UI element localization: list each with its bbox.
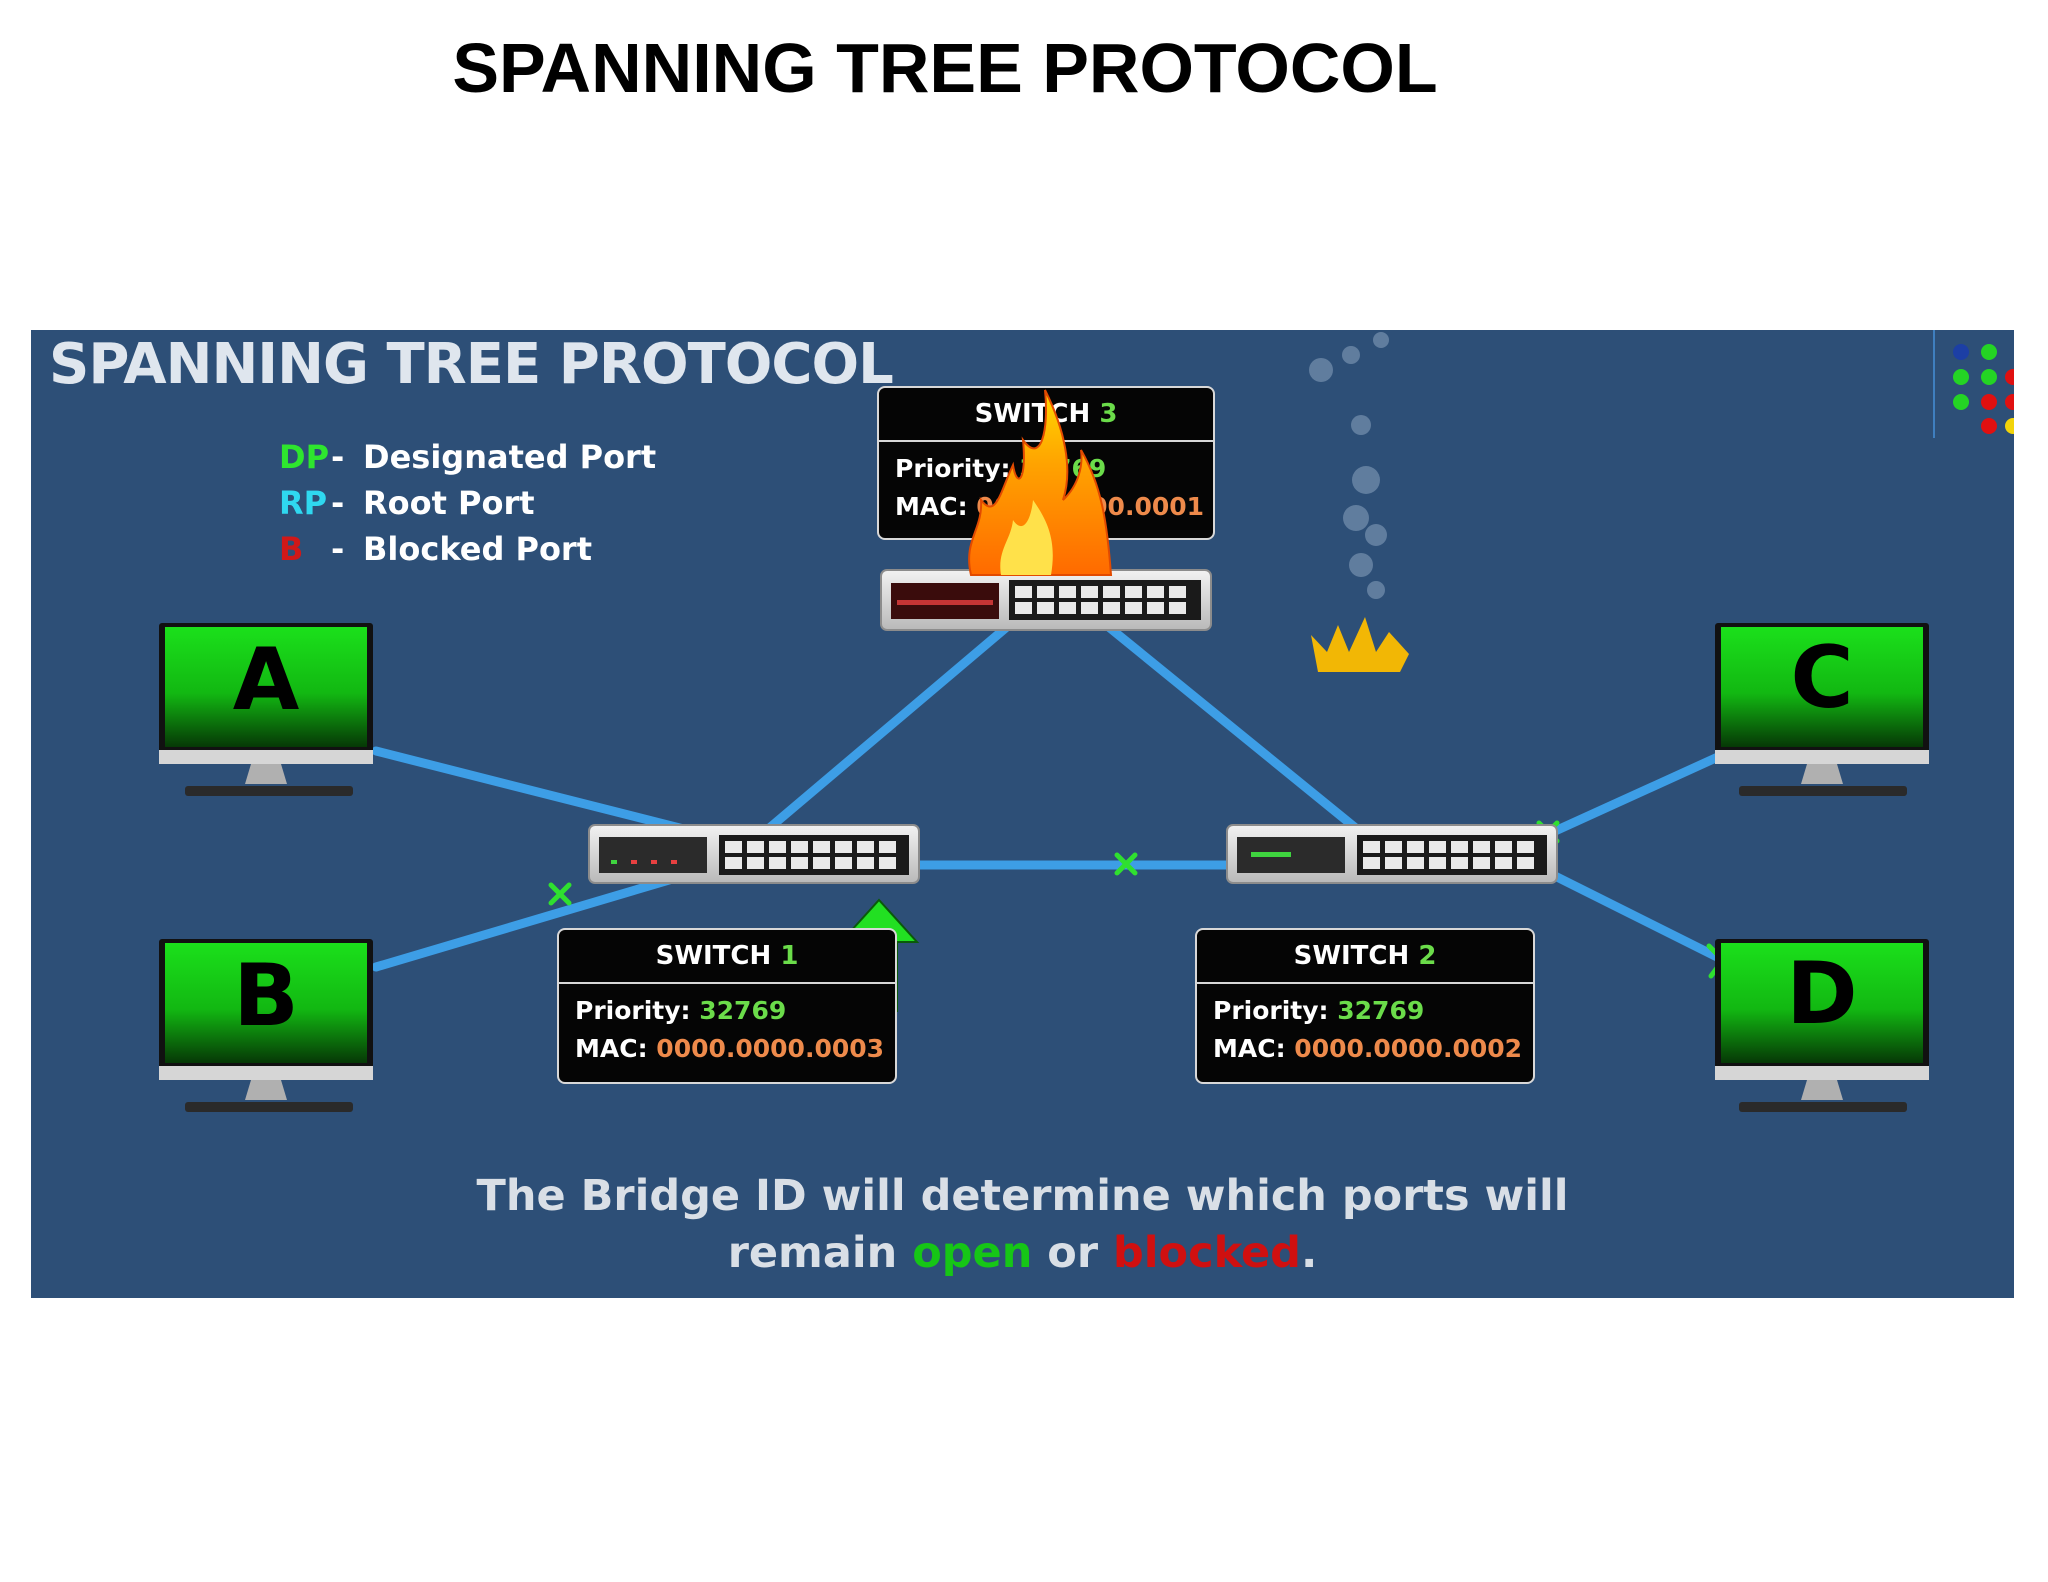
priority-row: Priority: 32769 — [1197, 992, 1533, 1030]
link-c-switch2 — [1526, 746, 1736, 847]
priority-value: 32769 — [699, 996, 787, 1025]
switch-2-device — [1226, 824, 1558, 884]
mac-label: MAC: — [895, 492, 968, 521]
caption-text: or — [1032, 1228, 1114, 1278]
legend-code: RP — [279, 484, 328, 522]
caption-line-1: The Bridge ID will determine which ports… — [476, 1171, 1569, 1221]
switch-2-heading: SWITCH 2 — [1197, 930, 1533, 984]
computer-c-label: C — [1790, 628, 1854, 728]
computer-d-label: D — [1786, 944, 1858, 1044]
network-links — [371, 610, 1736, 972]
legend: DP-Designated Port RP-Root Port B-Blocke… — [279, 434, 656, 572]
computer-b-label: B — [233, 946, 299, 1046]
switch-name: SWITCH — [974, 399, 1091, 429]
legend-label: Blocked Port — [363, 530, 592, 568]
switch-2-info: SWITCH 2 Priority: 32769 MAC: 0000.0000.… — [1195, 928, 1535, 1084]
legend-code: DP — [279, 438, 330, 476]
switch-1-heading: SWITCH 1 — [559, 930, 895, 984]
page-title: SPANNING TREE PROTOCOL — [452, 29, 1438, 107]
computer-b — [159, 939, 373, 1112]
computer-a-label: A — [232, 630, 300, 730]
port-marker — [1114, 852, 1138, 876]
legend-code: B — [279, 530, 304, 568]
priority-label: Priority: — [895, 454, 1011, 483]
decorative-dots — [1933, 330, 2014, 438]
slide-image: SPANNING TREE PROTOCOL DP-Designated Por… — [31, 330, 2014, 1298]
link-switch1-switch3 — [736, 610, 1026, 857]
legend-row-rp: RP-Root Port — [279, 480, 656, 526]
priority-label: Priority: — [1213, 996, 1329, 1025]
switch-1-device — [588, 824, 920, 884]
caption-text: remain — [727, 1228, 913, 1278]
legend-separator: - — [331, 438, 345, 476]
mac-value: 0000.0000.0002 — [1294, 1034, 1523, 1063]
computer-c — [1715, 623, 1929, 796]
legend-row-dp: DP-Designated Port — [279, 434, 656, 480]
switch-number: 2 — [1418, 941, 1437, 971]
fire-icon — [968, 389, 1113, 576]
switch-3-device — [880, 569, 1212, 631]
legend-separator: - — [331, 530, 345, 568]
mac-value: 0000.0000.0003 — [656, 1034, 885, 1063]
mac-label: MAC: — [575, 1034, 648, 1063]
switch-number: 3 — [1099, 399, 1118, 429]
computer-d — [1715, 939, 1929, 1112]
link-switch3-switch2 — [1089, 610, 1384, 852]
switch-number: 1 — [780, 941, 799, 971]
switch-1-info: SWITCH 1 Priority: 32769 MAC: 0000.0000.… — [557, 928, 897, 1084]
caption: The Bridge ID will determine which ports… — [31, 1168, 2014, 1282]
switch-name: SWITCH — [1293, 941, 1410, 971]
caption-text: . — [1300, 1228, 1318, 1278]
priority-row: Priority: 32769 — [559, 992, 895, 1030]
mac-row: MAC: 0000.0000.0002 — [1197, 1030, 1533, 1068]
mac-row: MAC: 0000.0000.0003 — [559, 1030, 895, 1068]
caption-line-2: remain open or blocked. — [31, 1225, 2014, 1282]
legend-separator: - — [331, 484, 345, 522]
port-marker — [548, 882, 572, 906]
crown-icon — [1311, 617, 1409, 672]
caption-open-word: open — [912, 1228, 1033, 1278]
slide-title: SPANNING TREE PROTOCOL — [49, 332, 894, 397]
mac-label: MAC: — [1213, 1034, 1286, 1063]
link-d-switch2 — [1526, 859, 1728, 965]
legend-label: Root Port — [363, 484, 535, 522]
priority-value: 32769 — [1337, 996, 1425, 1025]
legend-label: Designated Port — [363, 438, 657, 476]
legend-row-b: B-Blocked Port — [279, 526, 656, 572]
priority-label: Priority: — [575, 996, 691, 1025]
smoke-decoration — [1309, 332, 1389, 599]
caption-blocked-word: blocked — [1113, 1228, 1301, 1278]
network-diagram — [159, 330, 2014, 1112]
computer-a — [159, 623, 373, 796]
switch-name: SWITCH — [655, 941, 772, 971]
